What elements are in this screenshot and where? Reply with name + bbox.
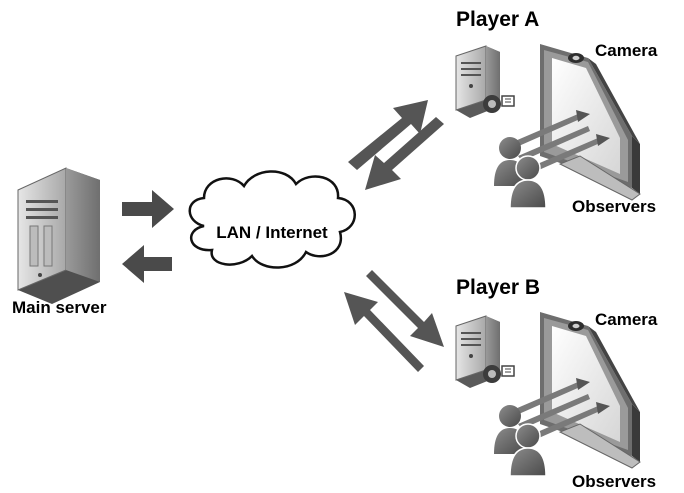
player-a-display-icon: [539, 43, 641, 201]
player-b-camera-label: Camera: [595, 310, 658, 329]
main-server-label: Main server: [12, 298, 107, 317]
player-b-display-icon: [539, 311, 641, 469]
player-a-to-cloud-arrow: [365, 117, 444, 190]
player-a-title: Player A: [456, 8, 539, 31]
player-b-title: Player B: [456, 276, 540, 299]
player-a-pc-icon: [455, 45, 515, 119]
server-to-cloud-arrow: [122, 190, 174, 228]
player-a-station: [455, 43, 641, 209]
main-server-icon: [17, 167, 100, 304]
lan-internet-cloud: [188, 170, 356, 269]
player-b-observers-label: Observers: [572, 472, 656, 491]
player-b-station: [455, 311, 641, 477]
player-a-observers-label: Observers: [572, 197, 656, 216]
cloud-to-server-arrow: [122, 245, 172, 283]
player-a-camera-label: Camera: [595, 41, 658, 60]
player-b-to-cloud-arrow: [344, 292, 424, 372]
cloud-to-player-b-arrow: [366, 270, 444, 347]
cloud-to-player-a-arrow: [348, 100, 428, 170]
player-b-pc-icon: [455, 315, 515, 389]
cloud-label: LAN / Internet: [216, 223, 328, 242]
